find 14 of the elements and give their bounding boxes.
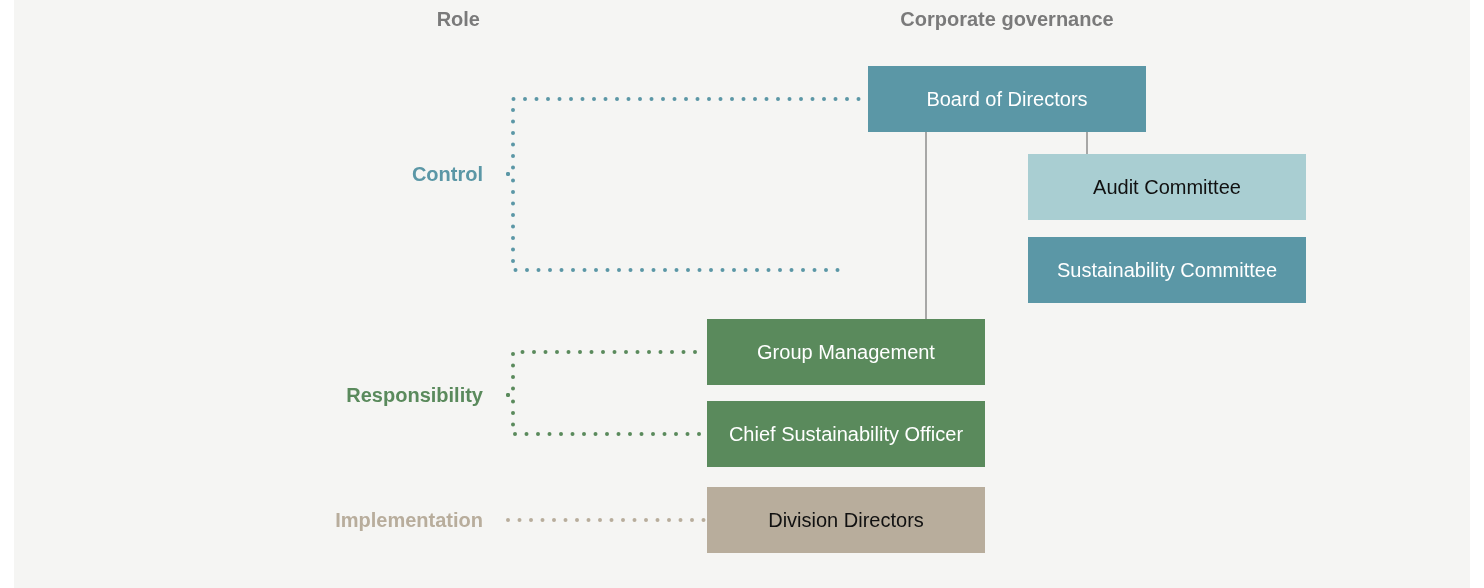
role-label: Control [300,158,508,190]
connector-line [925,131,927,320]
org-box: Audit Committee [1028,154,1306,220]
org-box: Board of Directors [868,66,1146,132]
org-box: Group Management [707,319,985,385]
role-label: Implementation [280,504,508,536]
column-heading: Role [435,8,480,31]
org-box: Sustainability Committee [1028,237,1306,303]
column-heading: Corporate governance [899,8,1115,31]
dotted-connector [506,518,707,522]
org-box: Chief Sustainability Officer [707,401,985,467]
connector-line [1086,131,1088,155]
role-label: Responsibility [280,379,508,411]
org-box: Division Directors [707,487,985,553]
